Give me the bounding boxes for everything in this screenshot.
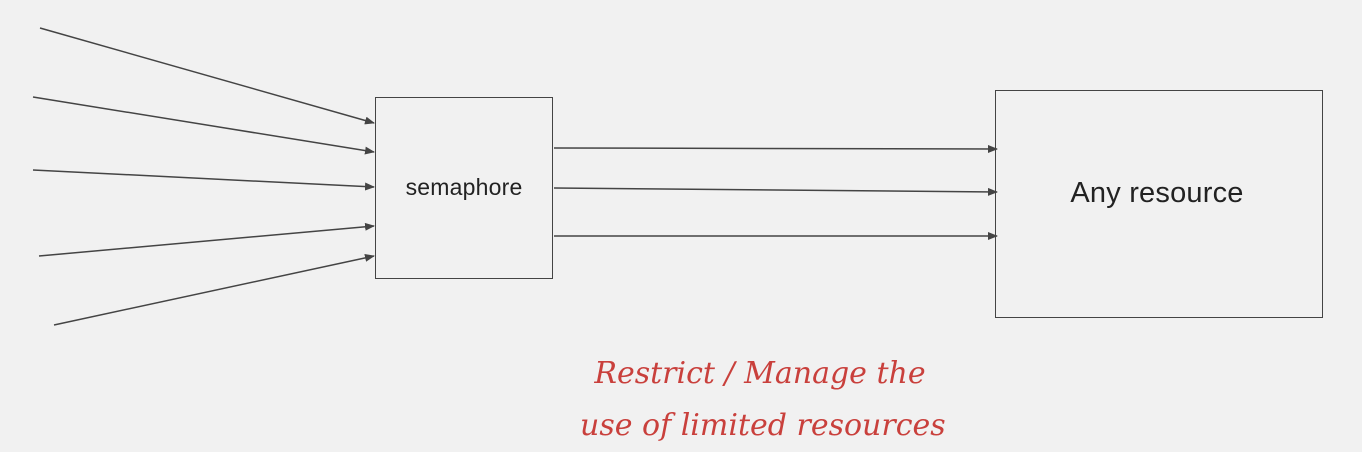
semaphore-label: semaphore (405, 173, 523, 200)
note-line-2: use of limited resources (580, 408, 946, 443)
incoming-arrow-5 (53, 253, 375, 326)
incoming-arrow-2 (32, 96, 375, 155)
note-line-1: Restrict / Manage the (594, 356, 926, 391)
resource-label: Any resource (1070, 176, 1244, 209)
outgoing-arrow-1 (553, 144, 998, 153)
incoming-arrow-4 (38, 222, 375, 257)
handwritten-note: Restrict / Manage the use of limited res… (580, 348, 946, 452)
incoming-arrow-3 (32, 169, 375, 191)
semaphore-box: semaphore (375, 97, 553, 279)
incoming-arrow-1 (39, 27, 375, 125)
outgoing-arrow-2 (553, 187, 998, 196)
resource-box: Any resource (995, 90, 1323, 318)
